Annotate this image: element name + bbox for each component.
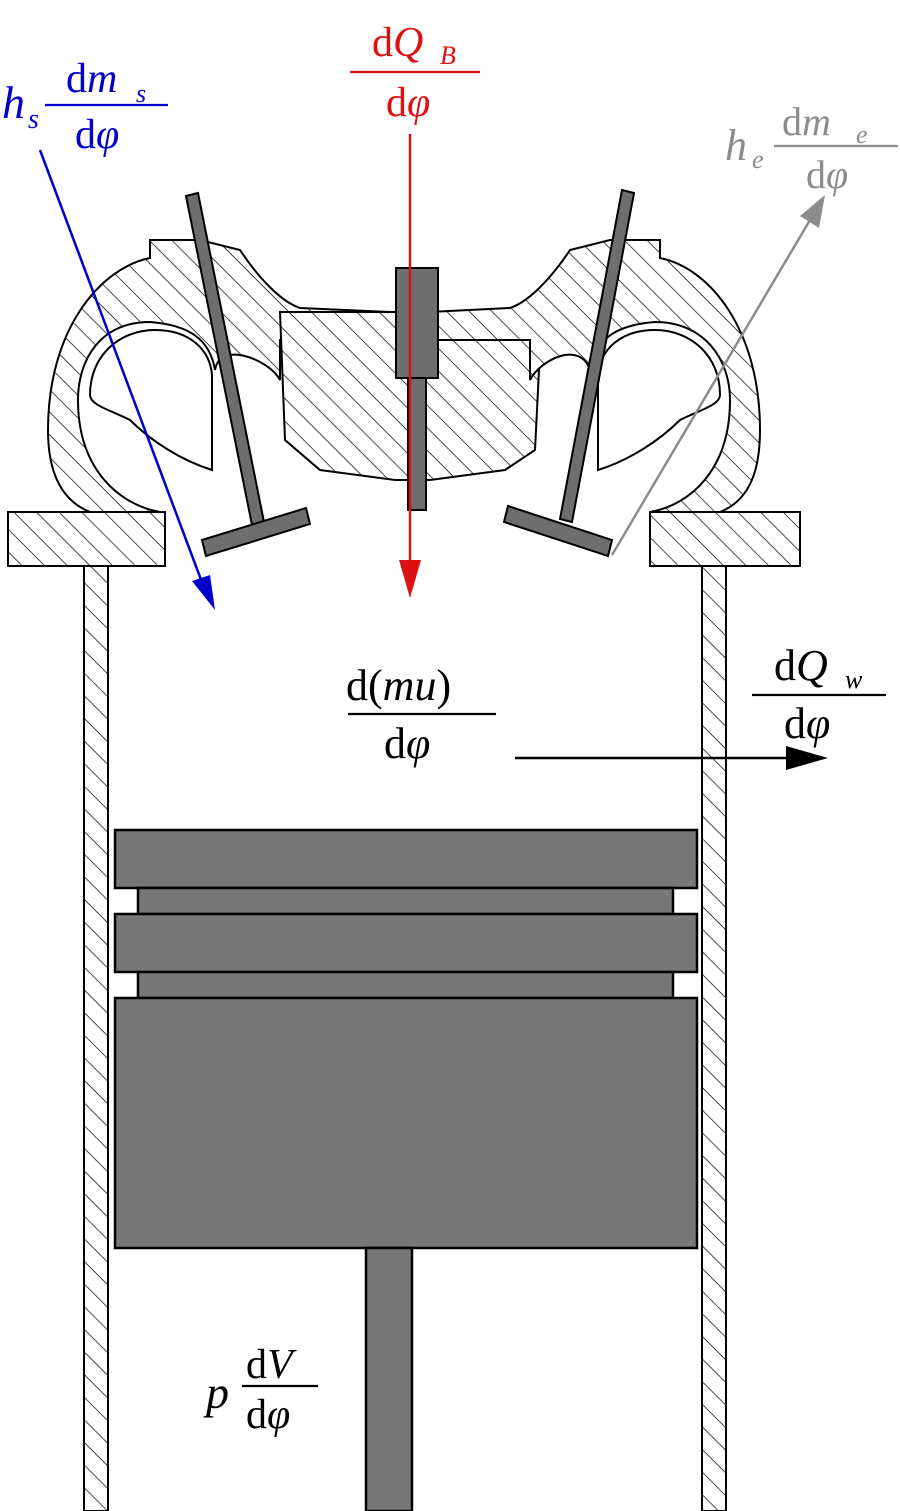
- svg-text:dV: dV: [246, 1342, 297, 1388]
- svg-text:dφ: dφ: [806, 152, 848, 197]
- head-flange-left: [7, 511, 166, 567]
- combustion-heat-label: dQ B dφ: [350, 20, 480, 126]
- piston: [113, 828, 699, 1250]
- piston-ring-groove-2: [136, 970, 675, 1000]
- piston-ring-land-2: [113, 912, 699, 974]
- internal-energy-label: d(mu) dφ: [346, 661, 496, 768]
- svg-text:w: w: [845, 665, 863, 694]
- svg-text:d(mu): d(mu): [346, 661, 451, 710]
- intake-enthalpy-label: h s dm s dφ: [2, 56, 168, 158]
- exhaust-arrow-head: [800, 195, 825, 228]
- svg-text:dQ: dQ: [372, 20, 423, 66]
- combustion-arrow-head: [399, 560, 421, 598]
- intake-valve: [184, 191, 312, 558]
- wall-heat-label: dQ w dφ: [752, 641, 886, 748]
- intake-num-d: dm: [66, 56, 117, 102]
- wall-heat-arrow-head: [786, 746, 828, 770]
- spark-plug-body: [395, 267, 439, 379]
- intake-port: [46, 239, 391, 513]
- svg-text:e: e: [752, 145, 764, 174]
- exhaust-arrow-shaft: [610, 219, 812, 556]
- svg-text:h: h: [2, 77, 25, 128]
- svg-text:e: e: [856, 120, 868, 149]
- intake-arrow-shaft: [38, 149, 205, 586]
- head-flange-right: [649, 511, 801, 567]
- svg-text:dφ: dφ: [75, 112, 119, 158]
- svg-text:dφ: dφ: [246, 1392, 290, 1438]
- svg-text:dφ: dφ: [386, 80, 430, 126]
- svg-text:dφ: dφ: [784, 699, 830, 748]
- cylinder-head: [7, 239, 801, 567]
- connecting-rod: [364, 1246, 414, 1511]
- svg-text:dφ: dφ: [384, 719, 430, 768]
- svg-text:s: s: [136, 79, 146, 108]
- piston-ring-land-1: [113, 828, 699, 890]
- svg-text:dm: dm: [782, 99, 831, 144]
- piston-ring-groove-1: [136, 886, 675, 916]
- cylinder-wall-right: [701, 565, 727, 1511]
- svg-text:h: h: [725, 121, 747, 170]
- exhaust-enthalpy-label: h e dm e dφ: [725, 99, 898, 197]
- svg-text:dQ: dQ: [774, 641, 828, 690]
- svg-text:dm: dm: [66, 56, 117, 102]
- exhaust-valve: [502, 188, 636, 558]
- cylinder-wall-left: [83, 565, 109, 1511]
- exhaust-port-bore: [597, 328, 722, 472]
- intake-arrow-head: [192, 575, 215, 610]
- piston-work-label: p dV dφ: [203, 1342, 318, 1438]
- svg-text:p: p: [203, 1367, 229, 1418]
- svg-text:s: s: [28, 104, 39, 135]
- svg-text:B: B: [440, 41, 456, 70]
- spark-plug-tip: [407, 377, 427, 511]
- piston-skirt: [113, 996, 699, 1250]
